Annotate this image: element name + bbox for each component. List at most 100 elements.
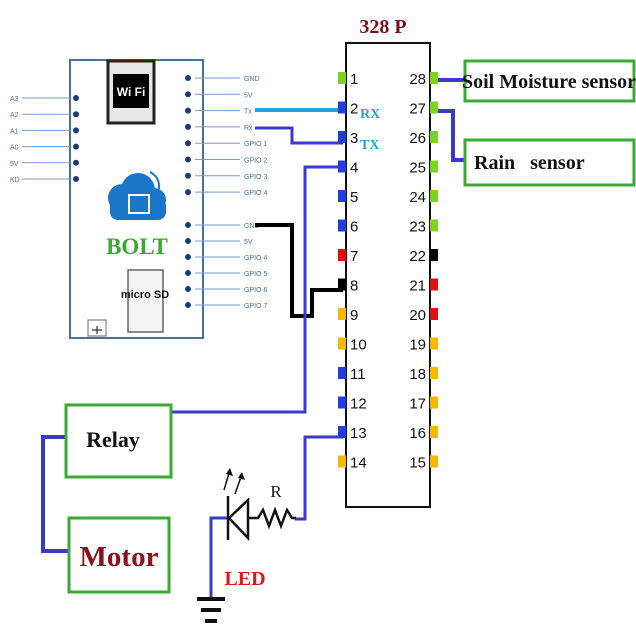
bolt-left-pin-dot: [73, 159, 79, 166]
bolt-right-pin-dot: [185, 302, 191, 308]
chip-pin-label-20: 20: [409, 307, 426, 324]
wire-pin13-to-resistor: [295, 435, 343, 521]
chip-pin-9: [338, 308, 346, 320]
rain-sensor-label: Rain sensor: [474, 152, 585, 174]
bolt-right-pin-dot: [185, 140, 191, 147]
bolt-right-pin-label: GND: [244, 223, 260, 230]
chip-pin-5: [338, 190, 346, 202]
bolt-left-pin-dot: [73, 95, 79, 101]
chip-pin-10: [338, 337, 346, 350]
chip-pin-label-24: 24: [409, 189, 426, 206]
led-diode-icon: [223, 468, 250, 542]
bolt-left-pin-label: A0: [10, 145, 19, 152]
chip-title: 328 P: [359, 16, 406, 38]
bolt-right-pin-label: 5V: [244, 92, 253, 99]
chip-pin-8: [338, 278, 346, 291]
chip-pin-label-9: 9: [350, 307, 358, 324]
relay-box: Relay: [64, 403, 173, 479]
motor-label: Motor: [80, 541, 159, 573]
bolt-right-pin-label: Tx: [244, 109, 252, 116]
motor-box: Motor: [67, 516, 171, 594]
chip-pin-label-16: 16: [409, 425, 426, 442]
chip-pin-28: [430, 72, 438, 84]
wire-led-to-ground: [209, 516, 228, 598]
bolt-right-pin-label: GPIO 5: [244, 271, 267, 278]
wire-pin4-to-relay: [172, 165, 343, 414]
chip-pin-18: [430, 367, 438, 379]
chip-pin-label-8: 8: [350, 278, 358, 295]
soil-sensor-label: Soil Moisture sensor: [462, 71, 636, 93]
chip-pin-17: [430, 396, 438, 409]
chip-pin-label-2: 2: [350, 101, 358, 118]
chip-pin-label-28: 28: [409, 71, 426, 88]
bolt-right-pin-label: GPIO 2: [244, 158, 267, 165]
chip-pin-15: [430, 455, 438, 468]
tx-label: TX: [360, 138, 379, 153]
wifi-text: Wi Fi: [117, 85, 146, 99]
chip-pin-23: [430, 219, 438, 232]
bolt-right-pin-label: GPIO 1: [244, 141, 267, 148]
ground-icon: [197, 597, 225, 623]
bolt-right-pin-label: GPIO 3: [244, 174, 267, 181]
resistor: R: [248, 482, 296, 530]
chip-pin-label-13: 13: [350, 425, 367, 442]
chip-pin-6: [338, 219, 346, 232]
bolt-name: BOLT: [106, 234, 168, 259]
chip-pin-label-19: 19: [409, 337, 426, 354]
chip-pin-11: [338, 367, 346, 379]
chip-pin-label-18: 18: [409, 366, 426, 383]
rx-label: RX: [360, 107, 380, 122]
bolt-left-pin-label: 5V: [10, 161, 19, 168]
chip-pin-16: [430, 426, 438, 438]
bolt-right-pin-dot: [185, 156, 191, 163]
soil-sensor-box: Soil Moisture sensor: [462, 59, 636, 103]
wires: [41, 78, 465, 598]
bolt-right-pin-dot: [185, 189, 191, 196]
chip-pin-label-21: 21: [409, 278, 426, 295]
chip-pin-label-11: 11: [350, 366, 366, 383]
chip-pin-2: [338, 101, 346, 114]
chip-pin-7: [338, 249, 346, 261]
relay-frame: [64, 403, 173, 479]
chip-pin-25: [430, 160, 438, 173]
bolt-right-pin-label: Rx: [244, 125, 253, 132]
bolt-left-pin-dot: [73, 176, 79, 182]
chip-pin-14: [338, 455, 346, 468]
chip-pin-27: [430, 101, 438, 114]
soil-sensor-frame: [463, 59, 636, 103]
bolt-left-pin-dot: [73, 111, 79, 118]
rain-sensor-frame: [463, 138, 636, 187]
chip-pin-24: [430, 190, 438, 202]
chip-pin-1: [338, 72, 346, 84]
resistor-label: R: [270, 482, 282, 501]
chip-pin-12: [338, 396, 346, 409]
bolt-left-pin-label: A1: [10, 128, 19, 135]
chip-pin-label-23: 23: [409, 219, 426, 236]
bolt-right-pin-dot: [185, 222, 191, 228]
wire-relay-to-motor: [41, 435, 70, 553]
usb-icon: [92, 326, 102, 334]
chip-328p: 328 P 1234567891011121314282726252423222…: [338, 16, 438, 508]
relay-label: Relay: [86, 427, 140, 452]
wire-gnd-to-pin8: [255, 223, 343, 318]
led-label: LED: [224, 568, 265, 590]
chip-pin-label-22: 22: [409, 248, 426, 265]
bolt-left-pin-label: KD: [10, 177, 20, 184]
bolt-right-pin-dot: [185, 286, 191, 292]
chip-pin-label-10: 10: [350, 337, 367, 354]
chip-pin-19: [430, 337, 438, 350]
chip-pin-21: [430, 278, 438, 291]
bolt-left-pin-label: A2: [10, 112, 19, 119]
chip-pin-20: [430, 308, 438, 320]
wire-pin27-to-rain-sensor: [437, 109, 465, 162]
bolt-right-pin-label: GPIO 4: [244, 255, 267, 262]
chip-pin-label-25: 25: [409, 160, 426, 177]
bolt-right-pin-dot: [185, 270, 191, 276]
chip-pin-4: [338, 160, 346, 173]
motor-frame: [67, 516, 171, 594]
wifi-icon: [113, 74, 149, 108]
chip-pin-26: [430, 131, 438, 143]
